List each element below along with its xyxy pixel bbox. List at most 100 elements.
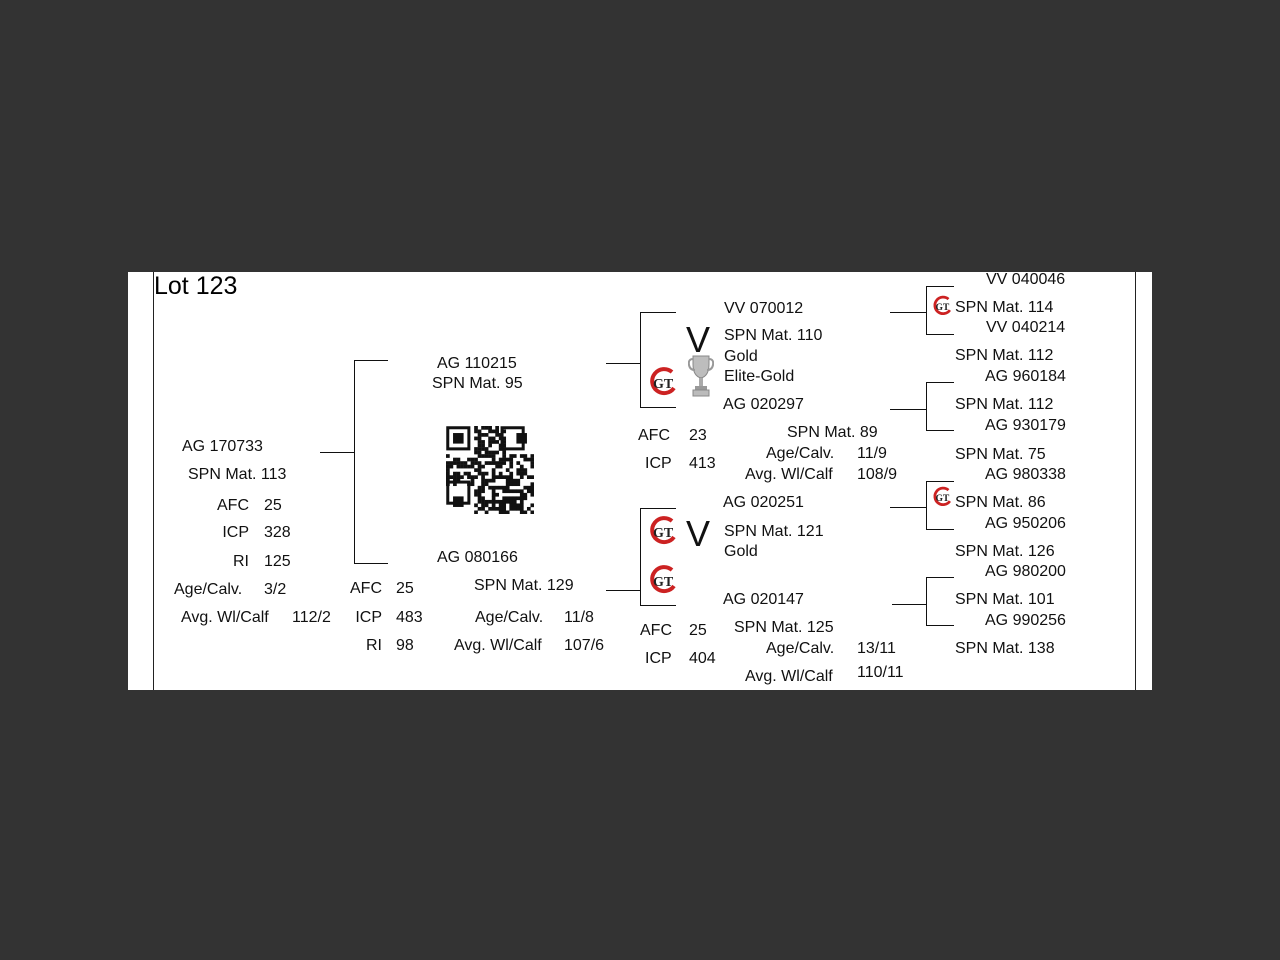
- sire-dam-age-label: Age/Calv.: [766, 445, 835, 462]
- ggp-1-spn: SPN Mat. 114: [955, 299, 1054, 316]
- dam-dam-afc-value: 25: [689, 622, 707, 639]
- dam-id: AG 080166: [437, 549, 518, 566]
- bracket-g1-bottom: [926, 334, 954, 335]
- subject-afc-label: AFC: [217, 497, 249, 514]
- dam-icp-value: 483: [396, 609, 423, 626]
- subject-avg-value: 112/2: [292, 609, 331, 626]
- bracket-sire-bottom: [640, 407, 676, 408]
- sire-dam-icp-value: 413: [689, 455, 716, 472]
- dam-age-label: Age/Calv.: [475, 609, 544, 626]
- bracket-g4-stem: [892, 604, 926, 605]
- sire-id: AG 110215: [437, 355, 517, 372]
- right-margin-rule: [1135, 272, 1136, 690]
- dam-dam-age-value: 13/11: [857, 640, 896, 657]
- bracket-g2-bottom: [926, 430, 954, 431]
- sire-sire-award-gold: Gold: [724, 348, 758, 365]
- dam-ri-label: RI: [366, 637, 382, 654]
- ggp-6-id: AG 950206: [985, 515, 1066, 532]
- ggp-3-spn: SPN Mat. 112: [955, 396, 1054, 413]
- dam-sire-award-gold: Gold: [724, 543, 758, 560]
- ggp-2-id: VV 040214: [986, 319, 1066, 336]
- qr-code-icon: [446, 426, 534, 514]
- dam-dam-afc-label: AFC: [640, 622, 672, 639]
- bracket-g2-vertical: [926, 382, 927, 431]
- ggp-5-id: AG 980338: [985, 466, 1066, 483]
- bracket-g2-stem: [890, 409, 926, 410]
- dam-dam-spn: SPN Mat. 125: [734, 619, 834, 636]
- lot-title: Lot 123: [154, 272, 238, 300]
- ggp-7-spn: SPN Mat. 101: [955, 591, 1055, 608]
- sire-dam-avg-label: Avg. Wl/Calf: [745, 466, 833, 483]
- dam-ri-value: 98: [396, 637, 414, 654]
- svg-text:GT: GT: [653, 526, 674, 541]
- dam-sire-id: AG 020251: [723, 494, 804, 511]
- bracket-sire-stem: [606, 363, 640, 364]
- dam-icp-label: ICP: [355, 609, 382, 626]
- bracket-g3-vertical: [926, 481, 927, 530]
- dam-sire-spn: SPN Mat. 121: [724, 523, 824, 540]
- svg-text:GT: GT: [935, 302, 949, 313]
- ggp-4-id: AG 930179: [985, 417, 1066, 434]
- bracket-dam-vertical: [640, 508, 641, 606]
- dam-dam-avg-value: 110/11: [857, 664, 904, 681]
- bracket-g3-top: [926, 481, 954, 482]
- bracket-dam-arm: [354, 563, 388, 564]
- dam-age-value: 11/8: [564, 609, 594, 626]
- sire-sire-spn: SPN Mat. 110: [724, 327, 823, 344]
- sire-dam-afc-label: AFC: [638, 427, 670, 444]
- subject-afc-value: 25: [264, 497, 282, 514]
- gt-logo-icon: GT: [933, 486, 951, 506]
- subject-age-label: Age/Calv.: [174, 581, 243, 598]
- ggp-6-spn: SPN Mat. 126: [955, 543, 1055, 560]
- ggp-7-id: AG 980200: [985, 563, 1066, 580]
- sire-dam-spn: SPN Mat. 89: [787, 424, 878, 441]
- dam-sire-v-mark: V: [686, 513, 711, 554]
- bracket-sire-top: [640, 312, 676, 313]
- subject-icp-value: 328: [264, 524, 291, 541]
- dam-dam-age-label: Age/Calv.: [766, 640, 835, 657]
- bracket-dam-top: [640, 508, 676, 509]
- bracket-g4-vertical: [926, 577, 927, 626]
- bracket-g1-vertical: [926, 286, 927, 335]
- subject-ri-label: RI: [233, 553, 249, 570]
- bracket-dam-bottom: [640, 605, 676, 606]
- svg-text:GT: GT: [935, 493, 949, 504]
- gt-logo-icon: GT: [650, 516, 676, 545]
- sire-dam-icp-label: ICP: [645, 455, 672, 472]
- sire-dam-afc-value: 23: [689, 427, 707, 444]
- subject-id: AG 170733: [182, 438, 263, 455]
- bracket-g1-stem: [890, 312, 926, 313]
- ggp-5-spn: SPN Mat. 86: [955, 494, 1046, 511]
- sire-sire-award-elite: Elite-Gold: [724, 368, 795, 385]
- pedigree-sheet: Lot 123 AG 170733 SPN Mat. 113 AFC 25 IC…: [128, 272, 1152, 690]
- subject-spn: SPN Mat. 113: [188, 466, 287, 483]
- bracket-sire-arm: [354, 360, 388, 361]
- dam-avg-label: Avg. Wl/Calf: [454, 637, 542, 654]
- sire-spn: SPN Mat. 95: [432, 375, 523, 392]
- dam-spn: SPN Mat. 129: [474, 577, 574, 594]
- dam-dam-icp-value: 404: [689, 650, 716, 667]
- sire-sire-id: VV 070012: [724, 300, 804, 317]
- bracket-dam-stem: [606, 590, 640, 591]
- ggp-4-spn: SPN Mat. 75: [955, 446, 1046, 463]
- bracket-subject-vertical: [354, 360, 355, 564]
- subject-icp-label: ICP: [222, 524, 249, 541]
- gt-logo-icon: GT: [650, 565, 676, 594]
- bracket-g3-bottom: [926, 529, 954, 530]
- dam-afc-value: 25: [396, 580, 414, 597]
- subject-avg-label: Avg. Wl/Calf: [181, 609, 269, 626]
- ggp-8-id: AG 990256: [985, 612, 1066, 629]
- gt-logo-icon: GT: [933, 295, 951, 315]
- bracket-g4-top: [926, 577, 954, 578]
- bracket-g4-bottom: [926, 625, 954, 626]
- sire-dam-age-value: 11/9: [857, 445, 887, 462]
- subject-age-value: 3/2: [264, 581, 287, 598]
- ggp-3-id: AG 960184: [985, 368, 1066, 385]
- bracket-subject-stem: [320, 452, 354, 453]
- dam-avg-value: 107/6: [564, 637, 605, 654]
- subject-ri-value: 125: [264, 553, 291, 570]
- dam-dam-icp-label: ICP: [645, 650, 672, 667]
- svg-text:GT: GT: [653, 575, 674, 590]
- bracket-g3-stem: [890, 507, 926, 508]
- dam-dam-avg-label: Avg. Wl/Calf: [745, 668, 833, 685]
